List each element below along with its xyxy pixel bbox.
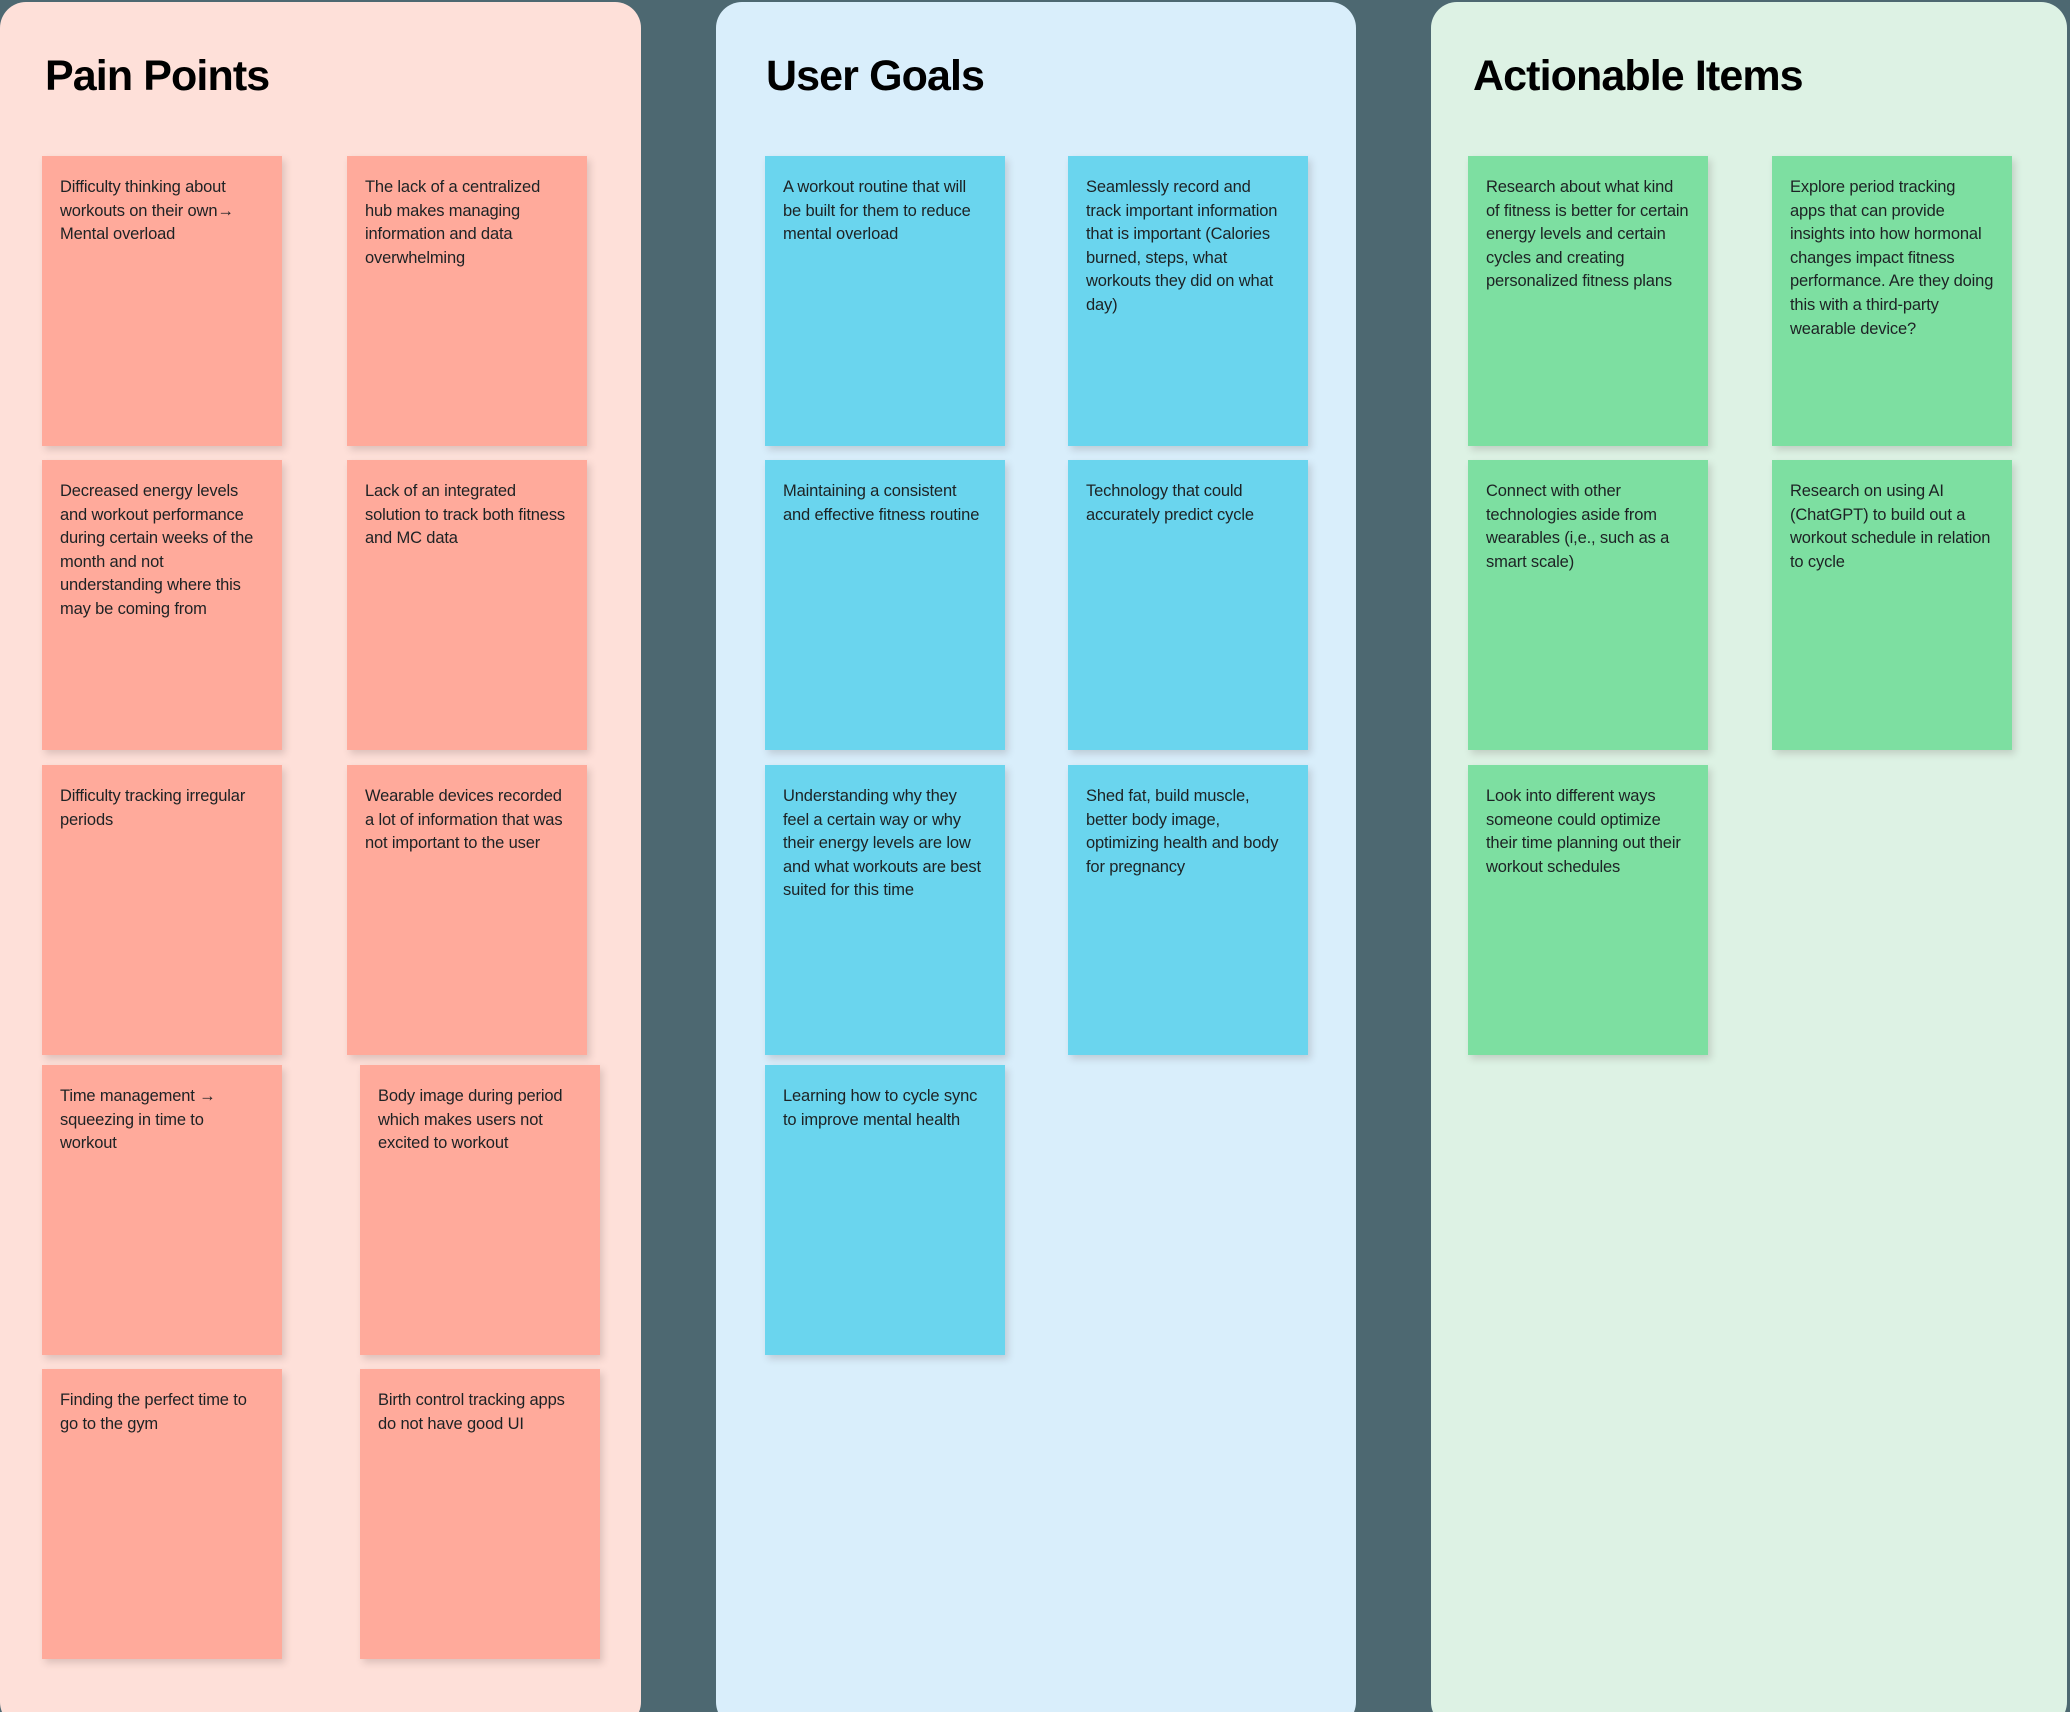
sticky-note-text: Understanding why they feel a certain wa… — [783, 787, 981, 900]
sticky-note[interactable]: The lack of a centralized hub makes mana… — [347, 156, 587, 446]
sticky-note[interactable]: Difficulty thinking about workouts on th… — [42, 156, 282, 446]
sticky-note[interactable]: Lack of an integrated solution to track … — [347, 460, 587, 750]
sticky-note-text: Shed fat, build muscle, better body imag… — [1086, 787, 1279, 876]
sticky-note[interactable]: Wearable devices recorded a lot of infor… — [347, 765, 587, 1055]
sticky-note-text: Wearable devices recorded a lot of infor… — [365, 787, 563, 853]
sticky-note-text: Research on using AI (ChatGPT) to build … — [1790, 482, 1991, 571]
sticky-note[interactable]: Explore period tracking apps that can pr… — [1772, 156, 2012, 446]
sticky-note-text: Look into different ways someone could o… — [1486, 787, 1681, 876]
sticky-note[interactable]: Research about what kind of fitness is b… — [1468, 156, 1708, 446]
sticky-note[interactable]: Research on using AI (ChatGPT) to build … — [1772, 460, 2012, 750]
sticky-note-text: Difficulty thinking about workouts on th… — [60, 178, 234, 244]
sticky-note[interactable]: Shed fat, build muscle, better body imag… — [1068, 765, 1308, 1055]
sticky-note-text: Finding the perfect time to go to the gy… — [60, 1391, 247, 1433]
sticky-note-text: Seamlessly record and track important in… — [1086, 178, 1278, 314]
sticky-note[interactable]: Understanding why they feel a certain wa… — [765, 765, 1005, 1055]
sticky-note-text: Connect with other technologies aside fr… — [1486, 482, 1670, 571]
sticky-note-text: Lack of an integrated solution to track … — [365, 482, 566, 548]
column-title-user-goals: User Goals — [766, 52, 985, 100]
sticky-note-text: Time management → squeezing in time to w… — [60, 1087, 216, 1153]
sticky-note[interactable]: Connect with other technologies aside fr… — [1468, 460, 1708, 750]
sticky-note-text: Maintaining a consistent and effective f… — [783, 482, 980, 524]
sticky-note[interactable]: A workout routine that will be built for… — [765, 156, 1005, 446]
sticky-note-text: Decreased energy levels and workout perf… — [60, 482, 254, 618]
sticky-note[interactable]: Maintaining a consistent and effective f… — [765, 460, 1005, 750]
sticky-note-text: Body image during period which makes use… — [378, 1087, 563, 1153]
sticky-note[interactable]: Finding the perfect time to go to the gy… — [42, 1369, 282, 1659]
column-title-actionable-items: Actionable Items — [1473, 52, 1804, 100]
sticky-note[interactable]: Body image during period which makes use… — [360, 1065, 600, 1355]
sticky-note-text: Learning how to cycle sync to improve me… — [783, 1087, 978, 1129]
sticky-note[interactable]: Seamlessly record and track important in… — [1068, 156, 1308, 446]
sticky-note[interactable]: Time management → squeezing in time to w… — [42, 1065, 282, 1355]
sticky-note[interactable]: Look into different ways someone could o… — [1468, 765, 1708, 1055]
sticky-note-text: Technology that could accurately predict… — [1086, 482, 1254, 524]
sticky-note-text: The lack of a centralized hub makes mana… — [365, 178, 541, 267]
sticky-note[interactable]: Learning how to cycle sync to improve me… — [765, 1065, 1005, 1355]
sticky-note[interactable]: Decreased energy levels and workout perf… — [42, 460, 282, 750]
sticky-note-text: Birth control tracking apps do not have … — [378, 1391, 565, 1433]
sticky-note-text: Difficulty tracking irregular periods — [60, 787, 246, 829]
sticky-note-text: Research about what kind of fitness is b… — [1486, 178, 1689, 291]
sticky-note[interactable]: Difficulty tracking irregular periods — [42, 765, 282, 1055]
column-title-pain-points: Pain Points — [45, 52, 270, 100]
sticky-note[interactable]: Birth control tracking apps do not have … — [360, 1369, 600, 1659]
sticky-note-text: Explore period tracking apps that can pr… — [1790, 178, 1994, 338]
sticky-note[interactable]: Technology that could accurately predict… — [1068, 460, 1308, 750]
sticky-note-text: A workout routine that will be built for… — [783, 178, 971, 244]
